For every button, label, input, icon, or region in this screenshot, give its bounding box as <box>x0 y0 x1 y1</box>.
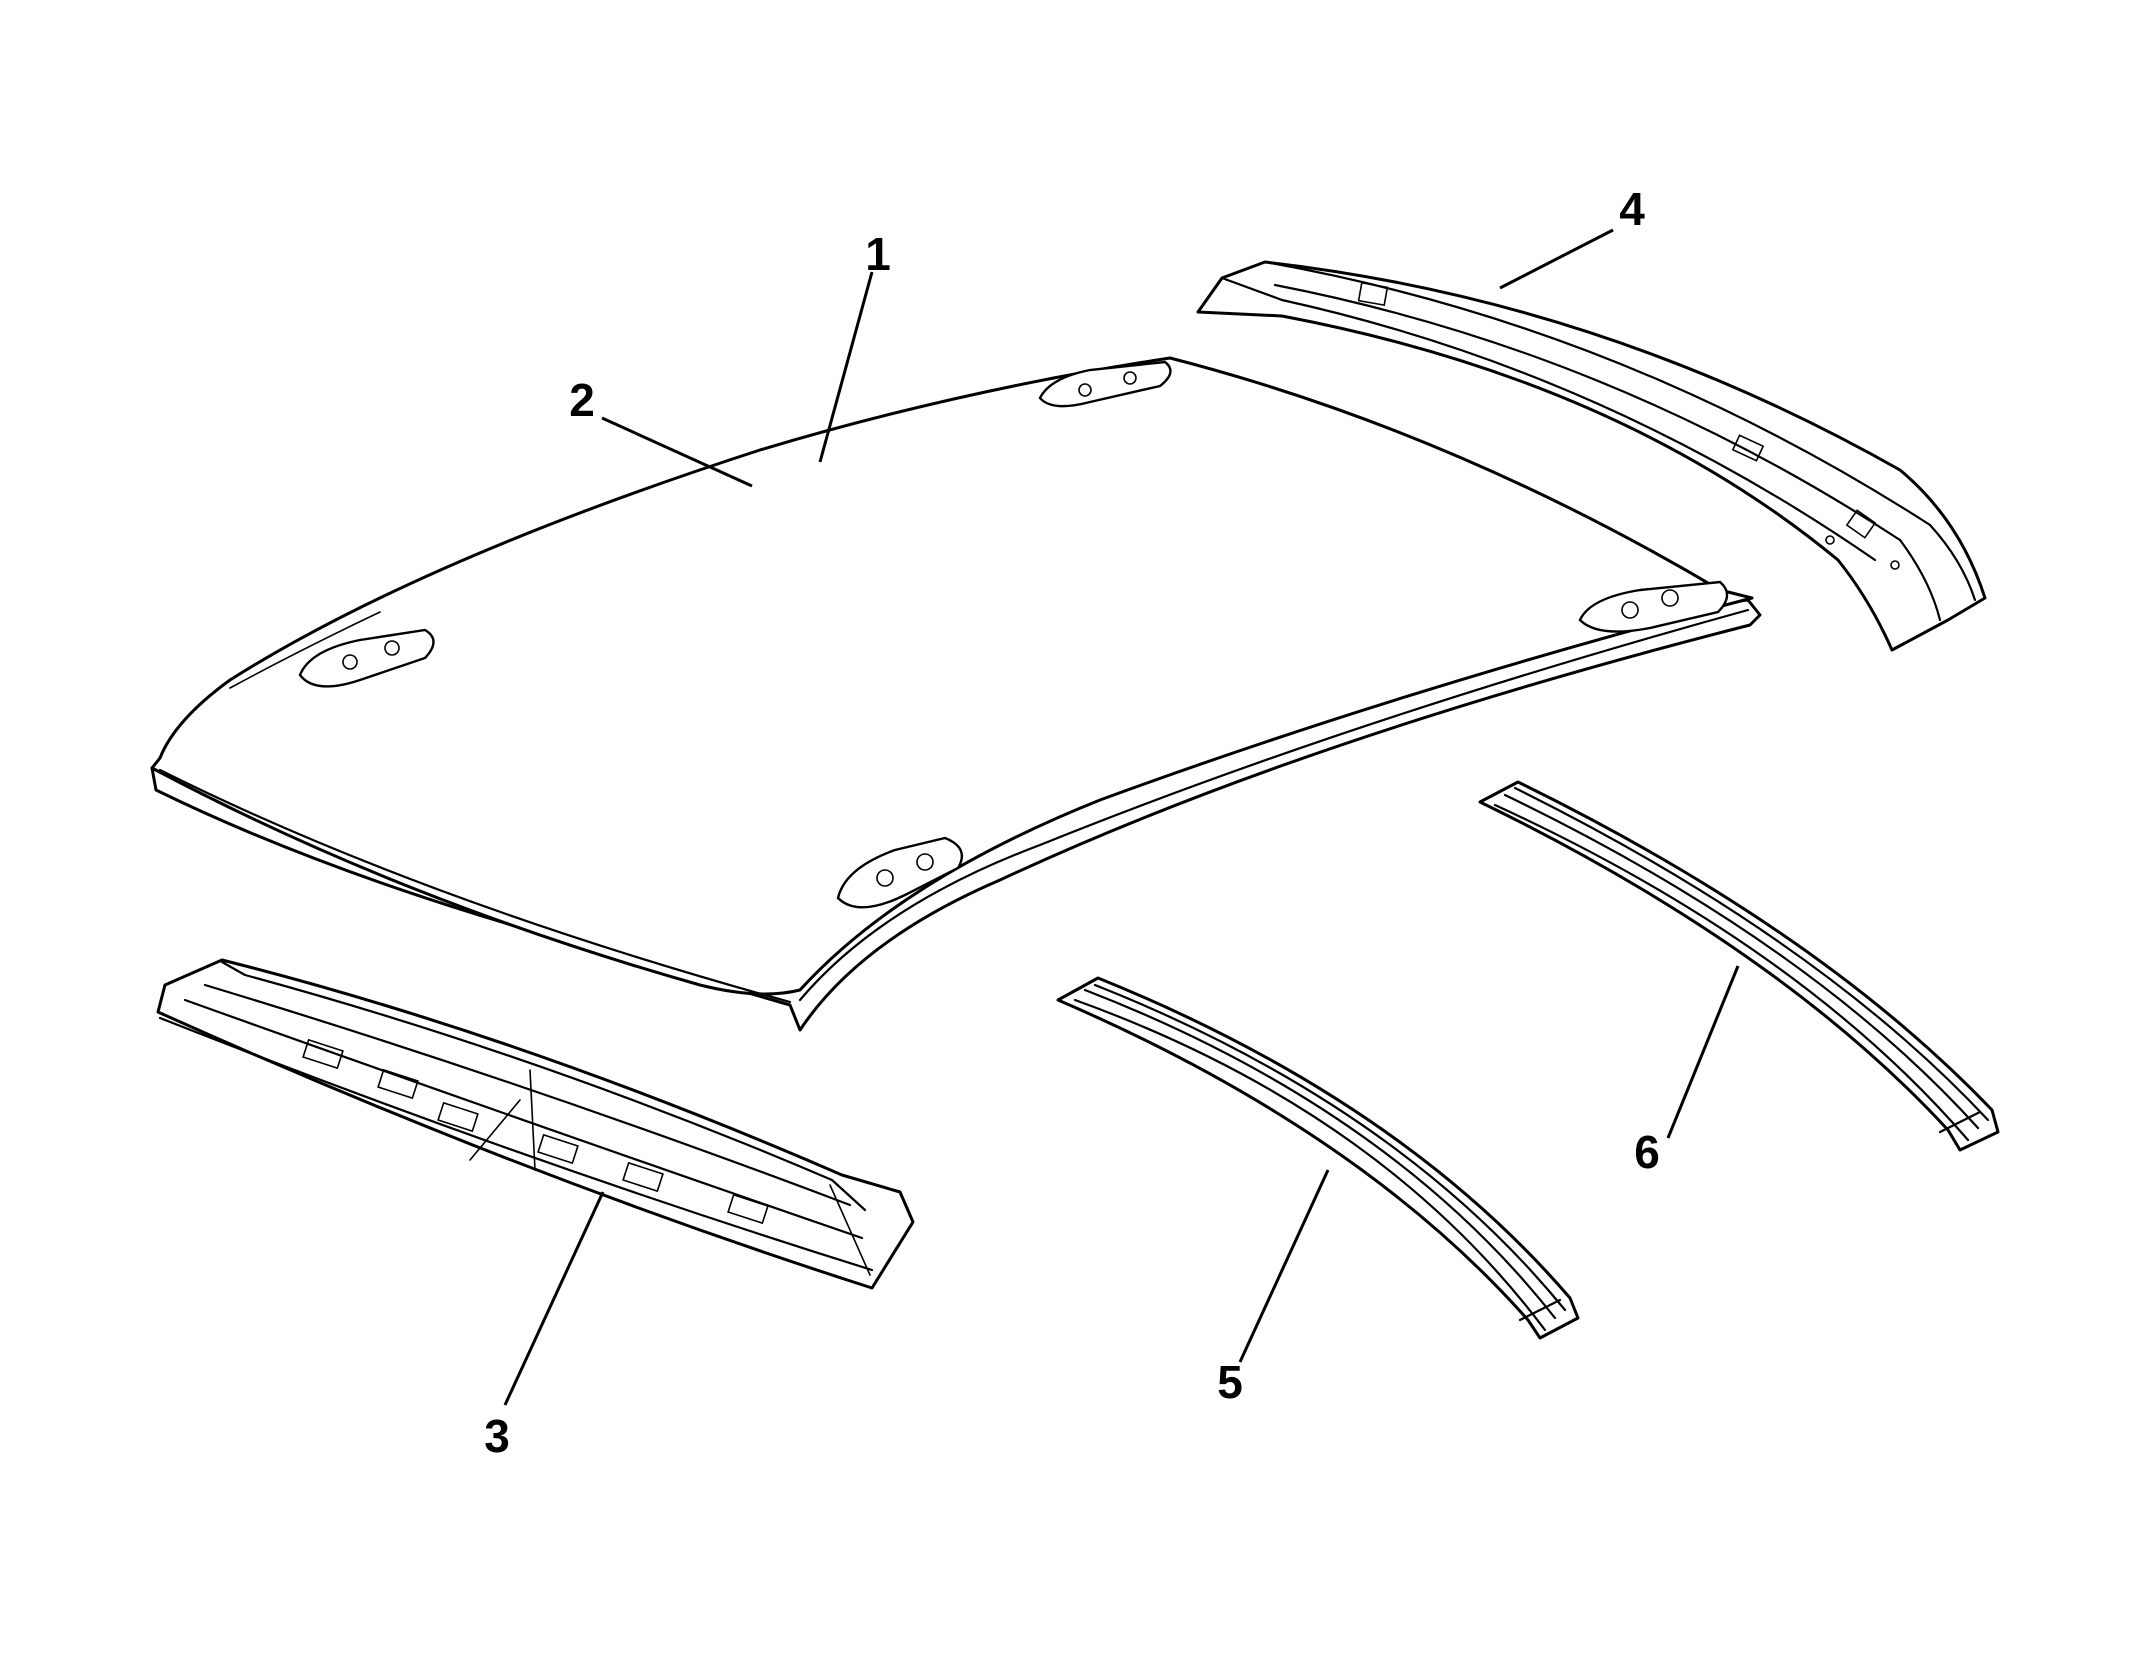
leader-line-2 <box>601 416 753 488</box>
roof-bow-front <box>1056 976 1580 1340</box>
callout-5: 5 <box>1217 1356 1243 1408</box>
leader-line-6 <box>1666 965 1740 1139</box>
roof-bow-rear <box>1478 780 2000 1152</box>
roof-pad-front-left <box>298 628 435 688</box>
callout-1: 1 <box>865 228 891 280</box>
roof-pad-rear-right <box>1578 580 1729 633</box>
roof-pad-front-right <box>836 836 963 909</box>
callout-4: 4 <box>1619 183 1645 235</box>
front-roof-header <box>156 958 915 1290</box>
leader-line-1 <box>818 271 874 463</box>
leader-line-4 <box>1499 228 1614 290</box>
callout-2: 2 <box>569 374 595 426</box>
rear-roof-header <box>1196 260 1987 652</box>
leader-line-3 <box>503 1191 605 1406</box>
roof-panel <box>150 356 1762 1032</box>
leader-line-5 <box>1238 1169 1330 1363</box>
callout-6: 6 <box>1634 1126 1660 1178</box>
callout-3: 3 <box>484 1410 510 1462</box>
roof-pad-rear-left <box>1038 360 1172 408</box>
